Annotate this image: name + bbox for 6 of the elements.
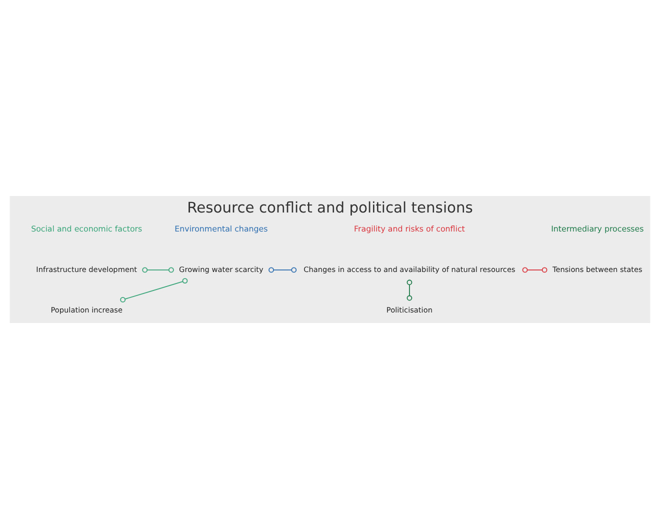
connector [142,266,174,272]
connector [406,279,412,300]
connector [120,278,188,302]
connector [522,266,548,272]
diagram-title: Resource conflict and political tensions [187,198,473,216]
connector [268,266,297,272]
